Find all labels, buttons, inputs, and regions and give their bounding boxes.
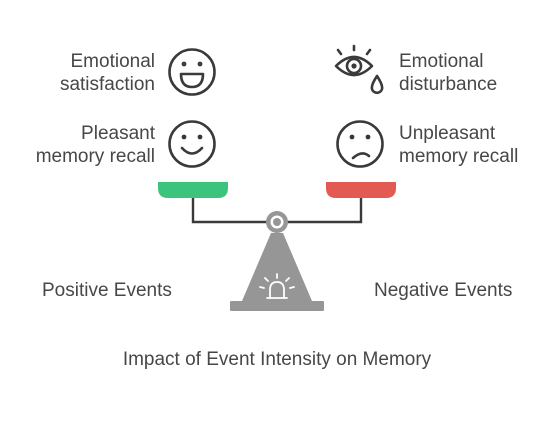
label-line: disturbance: [399, 74, 498, 95]
label-line: Emotional: [70, 51, 156, 72]
negative-pan: [326, 182, 396, 198]
label-line: Pleasant: [81, 123, 155, 144]
label-line: satisfaction: [59, 74, 155, 95]
pleasant-memory-recall-label: Pleasant memory recall: [36, 122, 155, 168]
scale-pivot: [266, 211, 288, 233]
scale-base: [230, 301, 324, 311]
label-line: memory recall: [35, 146, 155, 167]
label-line: Unpleasant: [399, 123, 496, 144]
confused-face-icon: [336, 120, 384, 168]
label-line: memory recall: [399, 146, 519, 167]
emotional-disturbance-label: Emotional disturbance: [399, 50, 497, 96]
crying-eye-icon: [334, 44, 384, 95]
positive-events-label: Positive Events: [42, 280, 172, 301]
label-line: Emotional: [399, 51, 484, 72]
negative-events-label: Negative Events: [374, 280, 513, 301]
laughing-face-icon: [168, 48, 216, 96]
scale-stand: [242, 233, 312, 301]
smiling-face-icon: [168, 120, 216, 168]
alarm-light-icon: [259, 273, 295, 299]
diagram-caption: Impact of Event Intensity on Memory: [122, 349, 432, 370]
positive-pan: [158, 182, 228, 198]
unpleasant-memory-recall-label: Unpleasant memory recall: [399, 122, 518, 168]
emotional-satisfaction-label: Emotional satisfaction: [60, 50, 155, 96]
